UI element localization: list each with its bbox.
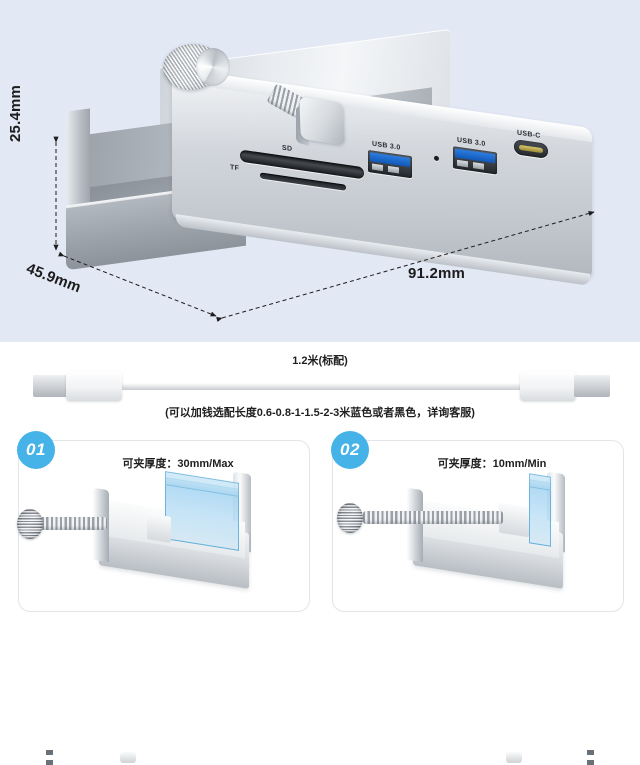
cable-connector-right-contact-bottom [587,760,594,765]
clamp-min-pressure-block [499,502,529,538]
cable-connector-right-contact-top [587,750,594,755]
clamp-thickness-panels: 01 可夹厚度：30mm/Max 02 可夹厚度：10mm/Min [0,431,640,619]
clamp-min-left-wall [407,487,423,563]
panel-max-thickness-title: 可夹厚度：30mm/Max [122,458,234,470]
panel-badge-01: 01 [17,431,55,469]
cable-connector-left-shell [33,375,69,397]
panel-min-thickness: 02 可夹厚度：10mm/Min [331,431,624,612]
panel-min-thickness-title: 可夹厚度：10mm/Min [437,458,547,470]
cable-connector-left-housing [66,371,122,401]
cable-option-note: (可以加钱选配长度0.6-0.8-1-1.5-2-3米蓝色或者黑色，详询客服) [165,407,475,419]
cable-connector-left-strain-relief [120,752,136,763]
panel-badge-02: 02 [331,431,369,469]
cable-connector-right-shell [574,375,610,397]
cable-connector-left-contact-bottom [46,760,53,765]
panel-max-thickness: 01 可夹厚度：30mm/Max [17,431,310,612]
cable-connector-right-strain-relief [506,752,522,763]
clamp-illustration-min [333,471,623,605]
clamp-max-knob [17,509,43,539]
clamp-illustration-max [17,471,309,605]
dimension-arrows [53,136,595,322]
hero-dimension-diagram: SD TF USB 3.0 USB 3.0 USB-C 25.4mm 45.9m… [0,0,640,342]
cable-connector-right-housing [520,371,576,401]
width-dimension-label: 91.2mm [408,265,466,282]
thumbscrew-knob-face [196,48,230,86]
cable-wire [100,383,540,390]
clamp-max-screw-shaft [37,517,107,530]
clamp-hub-device-render: SD TF USB 3.0 USB 3.0 USB-C [0,0,640,342]
cable-connector-left-contact-top [46,750,53,755]
clamp-min-screw-shaft [363,511,503,524]
clamp-min-knob [337,503,363,533]
cable-length-label: 1.2米(标配) [292,355,348,367]
clamp-max-pressure-block [147,513,171,543]
height-dimension-label: 25.4mm [7,84,24,142]
